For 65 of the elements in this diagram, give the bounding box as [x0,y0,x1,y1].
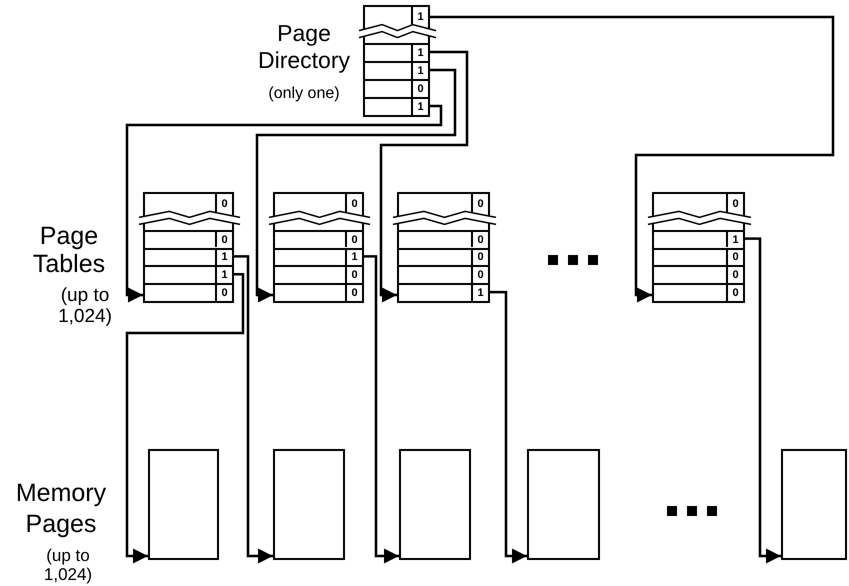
memory-page [273,449,345,560]
present-bit: 0 [726,267,743,284]
present-bit: 1 [411,63,428,79]
present-bit: 1 [411,45,428,61]
table-entry [399,283,488,301]
present-bit: 0 [726,285,743,301]
table-entry [145,248,232,266]
page-table [273,192,364,303]
present-bit: 0 [726,250,743,266]
present-bit: 0 [345,232,362,248]
present-bit: 0 [471,250,488,266]
page-table [397,192,490,303]
page-directory-table [363,5,430,117]
table-entry [365,79,428,97]
present-bit: 0 [215,285,232,301]
table-entry [145,265,232,284]
arrow [428,16,834,302]
arrow [126,273,244,564]
section-heading: Memory Pages [14,478,108,540]
present-bit: 0 [411,81,428,97]
table-entry [365,61,428,79]
table-entry [275,248,362,266]
table-entry [654,248,743,266]
table-entry [275,283,362,301]
section-note: (up to 1,024) [57,285,113,327]
table-entry [399,265,488,284]
table-entry [399,248,488,266]
section-heading: Page Directory [256,20,351,74]
present-bit: 1 [215,250,232,266]
present-bit: 1 [411,99,428,115]
present-bit: 0 [345,267,362,284]
table-entry [365,43,428,61]
arrow [488,290,527,564]
present-bit: 0 [471,232,488,248]
table-entry [654,265,743,284]
memory-page [399,449,471,560]
arrow [126,104,442,302]
table-entry [275,265,362,284]
arrow [743,237,781,564]
present-bit: 0 [345,285,362,301]
present-bit: 1 [215,267,232,284]
table-entry [654,230,743,248]
section-note: (up to 1,024) [42,546,94,584]
table-entry [145,283,232,301]
arrow [256,68,456,302]
arrow [380,50,468,302]
arrow [232,255,273,564]
present-bit: 1 [345,250,362,266]
present-bit: 0 [471,267,488,284]
present-bit: 1 [471,285,488,301]
section-note: (only one) [267,84,341,103]
present-bit: 1 [726,232,743,248]
page-table [652,192,745,303]
table-entry [365,97,428,115]
page-table [143,192,234,303]
memory-page [148,449,219,560]
table-entry [399,230,488,248]
table-entry [654,283,743,301]
section-heading: Page Tables [32,222,106,278]
memory-page [781,449,847,560]
table-entry [145,230,232,248]
arrow [362,255,399,564]
table-entry [275,230,362,248]
memory-page [527,449,600,560]
present-bit: 0 [215,232,232,248]
